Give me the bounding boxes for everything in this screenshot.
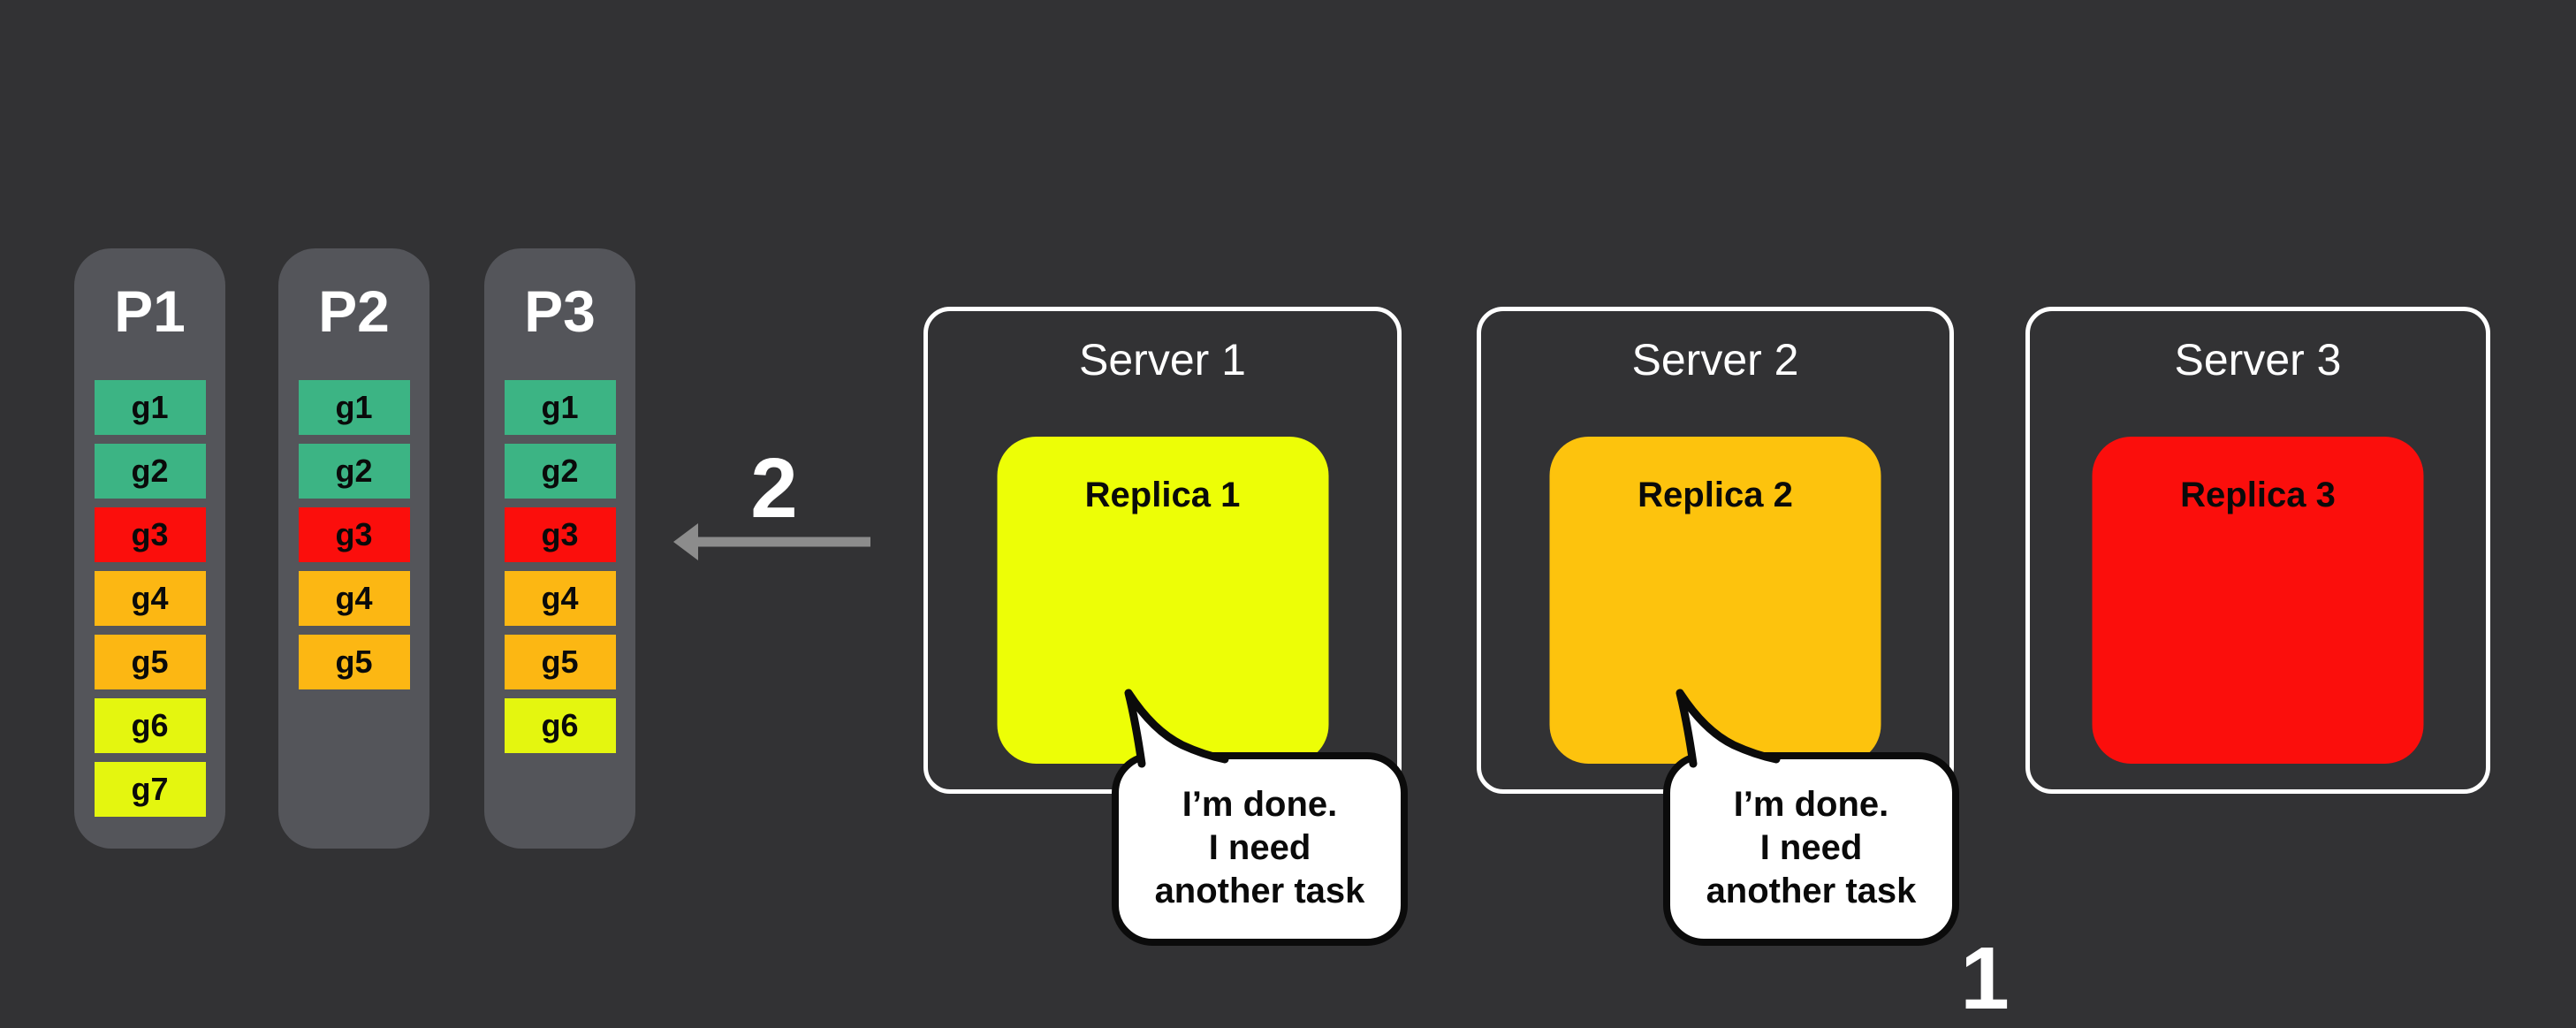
speech-bubble-text: I’m done. bbox=[1182, 785, 1338, 824]
diagram-canvas: P1 g1 g2 g3 g4 g5 g6 g7 P2 g1 g2 g3 g4 g5 P3 g1 g2 g3 g4 g5… bbox=[74, 248, 2490, 1023]
server-box-1: Server 1 Replica 1 bbox=[923, 307, 1402, 794]
task-block-g2: g2 bbox=[94, 444, 206, 499]
partition-title: P2 bbox=[318, 278, 390, 344]
server-title: Server 3 bbox=[2174, 335, 2342, 385]
server-box-2: Server 2 Replica 2 bbox=[1477, 307, 1954, 794]
task-block-g1: g1 bbox=[94, 380, 206, 435]
partition-column-p3: P3 g1 g2 g3 g4 g5 g6 bbox=[484, 248, 635, 849]
partition-column-p1: P1 g1 g2 g3 g4 g5 g6 g7 bbox=[74, 248, 225, 849]
server-title: Server 2 bbox=[1631, 335, 1799, 385]
speech-bubble-text: I’m done. bbox=[1733, 785, 1889, 824]
task-list: g1 g2 g3 g4 g5 bbox=[278, 380, 429, 689]
replica-box-3: Replica 3 bbox=[2092, 437, 2424, 764]
speech-bubble-text: I need bbox=[1759, 828, 1863, 867]
step-1-label: 1 bbox=[1960, 929, 2010, 1028]
speech-bubble-text: another task bbox=[1154, 872, 1365, 910]
task-block-g1: g1 bbox=[298, 380, 410, 435]
replica-box-1: Replica 1 bbox=[997, 437, 1328, 764]
task-block-g3: g3 bbox=[94, 507, 206, 562]
task-block-g5: g5 bbox=[94, 635, 206, 689]
partition-title: P3 bbox=[524, 278, 596, 344]
server-box-3: Server 3 Replica 3 bbox=[2025, 307, 2490, 794]
task-block-g6: g6 bbox=[94, 698, 206, 753]
partition-column-p2: P2 g1 g2 g3 g4 g5 bbox=[278, 248, 429, 849]
speech-bubble-text: I need bbox=[1208, 828, 1311, 867]
server-title: Server 1 bbox=[1079, 335, 1246, 385]
replica-label: Replica 1 bbox=[1084, 476, 1241, 514]
task-block-g6: g6 bbox=[504, 698, 616, 753]
task-block-g2: g2 bbox=[298, 444, 410, 499]
arrow-head-icon bbox=[673, 523, 698, 560]
replica-label: Replica 3 bbox=[2180, 476, 2336, 514]
task-block-g4: g4 bbox=[94, 571, 206, 626]
task-block-g5: g5 bbox=[298, 635, 410, 689]
task-block-g1: g1 bbox=[504, 380, 616, 435]
replica-box-2: Replica 2 bbox=[1549, 437, 1881, 764]
task-block-g7: g7 bbox=[94, 762, 206, 817]
task-list: g1 g2 g3 g4 g5 g6 g7 bbox=[74, 380, 225, 817]
task-block-g3: g3 bbox=[504, 507, 616, 562]
speech-bubble-text: another task bbox=[1706, 872, 1917, 910]
task-block-g5: g5 bbox=[504, 635, 616, 689]
step-2-label: 2 bbox=[750, 441, 798, 536]
task-block-g3: g3 bbox=[298, 507, 410, 562]
speech-bubble-server-1: I’m done. I need another task bbox=[1112, 752, 1408, 946]
task-block-g2: g2 bbox=[504, 444, 616, 499]
speech-bubble-server-2: I’m done. I need another task bbox=[1663, 752, 1959, 946]
partition-title: P1 bbox=[114, 278, 186, 344]
task-list: g1 g2 g3 g4 g5 g6 bbox=[484, 380, 635, 753]
replica-label: Replica 2 bbox=[1638, 476, 1793, 514]
task-block-g4: g4 bbox=[504, 571, 616, 626]
task-block-g4: g4 bbox=[298, 571, 410, 626]
